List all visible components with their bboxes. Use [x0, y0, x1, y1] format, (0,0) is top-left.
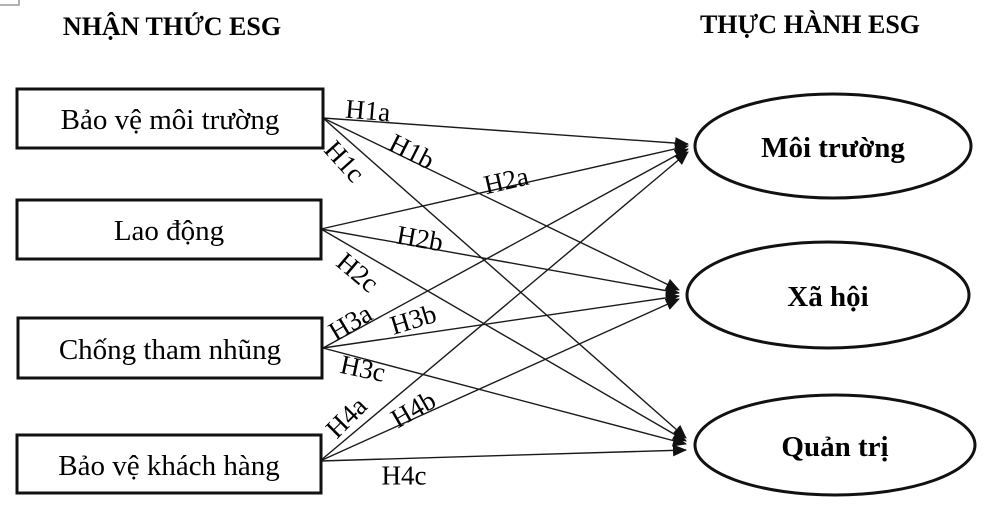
arrow-h2b	[320, 228, 680, 297]
node-label: Chống tham nhũng	[59, 334, 281, 366]
node-box	[15, 198, 323, 261]
node-box	[16, 316, 324, 380]
node-label: Quản trị	[781, 431, 888, 463]
hypothesis-label-h1a: H1a	[344, 94, 391, 128]
cropped-box-fragment	[0, 0, 20, 6]
arrow-h2c	[320, 228, 687, 442]
node-bao-ve-khach-hang: Bảo vệ khách hàng	[15, 433, 323, 495]
node-label: Bảo vệ khách hàng	[58, 450, 279, 482]
hypothesis-label-h2a: H2a	[481, 161, 532, 200]
hypothesis-label-h3c: H3c	[338, 349, 388, 388]
hypothesis-label-h4a: H4a	[320, 391, 373, 444]
arrow-h2a	[320, 143, 689, 230]
node-box	[15, 87, 325, 150]
arrow-h1b	[322, 117, 680, 291]
arrow-h3a	[322, 148, 689, 349]
perception-boxes: Bảo vệ môi trường Lao động Chống tham nh…	[15, 87, 325, 495]
arrow-h4c	[319, 444, 687, 462]
node-bao-ve-moi-truong: Bảo vệ môi trường	[15, 87, 325, 150]
left-column-header: NHẬN THỨC ESG	[63, 12, 281, 41]
hypothesis-label-h3b: H3b	[387, 298, 440, 340]
node-moi-truong: Môi trường	[693, 92, 973, 200]
arrow-h1a	[322, 117, 689, 150]
hypothesis-label-h4b: H4b	[386, 385, 441, 434]
node-quan-tri: Quản trị	[693, 393, 977, 497]
node-ellipse	[685, 240, 971, 350]
node-label: Môi trường	[761, 132, 905, 164]
node-ellipse	[693, 92, 973, 200]
hypothesis-label-h2b: H2b	[394, 220, 445, 258]
hypothesis-label-h4c: H4c	[382, 460, 427, 490]
node-lao-dong: Lao động	[15, 198, 323, 261]
hypothesis-label-h1c: H1c	[318, 135, 370, 189]
arrow-h1c	[322, 117, 687, 439]
practice-ellipses: Môi trường Xã hội Quản trị	[685, 92, 977, 497]
node-ellipse	[693, 393, 977, 497]
node-label: Bảo vệ môi trường	[61, 104, 280, 136]
arrow-lines	[319, 117, 689, 462]
hypothesis-label-h3a: H3a	[323, 298, 377, 347]
arrow-h3b	[322, 291, 680, 349]
hypothesis-label-h2c: H2c	[331, 246, 385, 298]
arrow-h4a	[319, 151, 689, 462]
node-xa-hoi: Xã hội	[685, 240, 971, 350]
arrow-h4b	[319, 298, 680, 462]
hypothesis-label-h1b: H1b	[384, 127, 439, 175]
node-box	[15, 433, 323, 495]
arrow-h3c	[322, 347, 687, 447]
node-label: Xã hội	[787, 281, 868, 313]
right-column-header: THỰC HÀNH ESG	[700, 10, 920, 39]
node-label: Lao động	[114, 215, 224, 247]
node-chong-tham-nhung: Chống tham nhũng	[16, 316, 324, 380]
